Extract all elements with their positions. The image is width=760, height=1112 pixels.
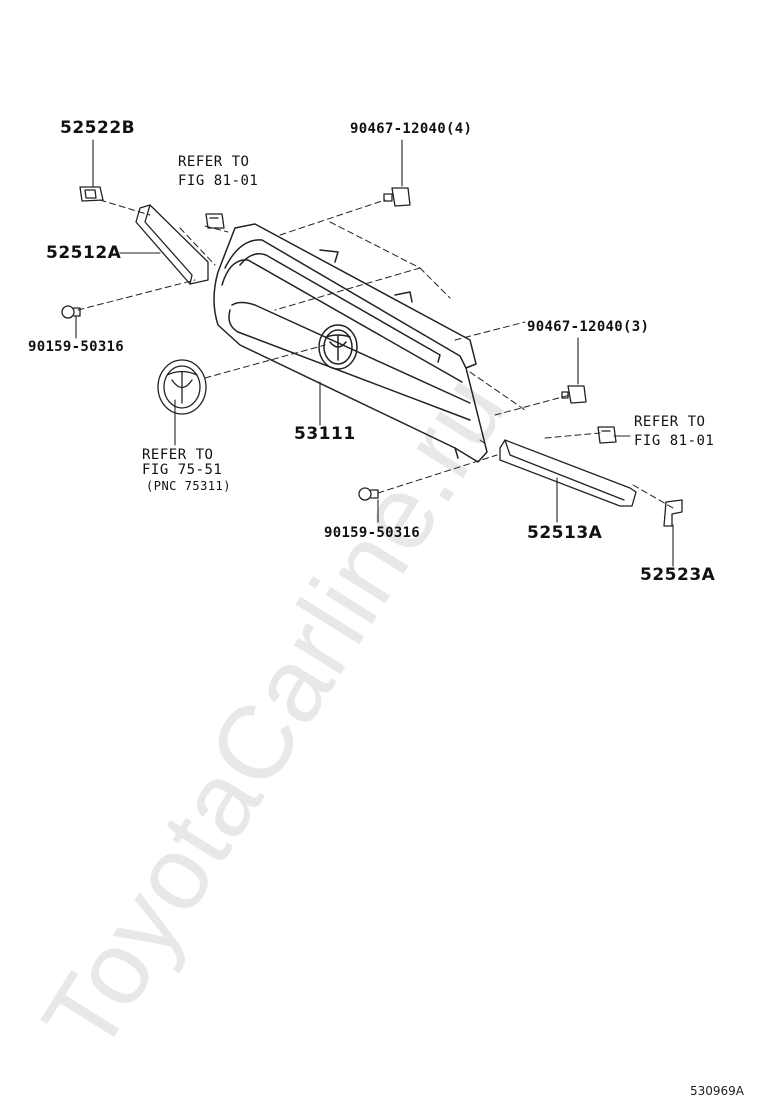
part-label-90159-50316-bottom: 90159-50316	[324, 525, 421, 541]
clip-52523A	[663, 499, 683, 527]
clip-52522B	[79, 186, 104, 202]
part-label-52523a: 52523A	[640, 565, 716, 585]
part-label-53111: 53111	[294, 424, 356, 444]
part-label-90467-12040-4: 90467-12040(4)	[350, 121, 473, 137]
part-label-52513a: 52513A	[527, 523, 603, 543]
molding-52512A	[135, 204, 209, 285]
leader-lines	[75, 139, 674, 567]
refer-to-label-right: REFER TO	[634, 414, 706, 430]
part-label-90159-50316-left: 90159-50316	[28, 339, 125, 355]
clip-90467-top	[383, 187, 411, 207]
refer-to-label-emblem: REFER TO	[142, 447, 214, 463]
clip-90467-right	[561, 385, 587, 404]
screw-90159-left	[61, 305, 81, 319]
radiator-grille-53111	[213, 223, 488, 463]
emblem-loose	[157, 359, 207, 415]
clip-refer-81-01-b	[597, 426, 617, 444]
diagram-code: 530969A	[690, 1084, 745, 1098]
refer-to-label: REFER TO	[178, 154, 250, 170]
part-label-90467-12040-3: 90467-12040(3)	[527, 319, 650, 335]
pnc-75311-label: (PNC 75311)	[146, 479, 231, 493]
fig-81-01-label: FIG 81-01	[178, 173, 259, 189]
part-label-52522b: 52522B	[60, 118, 136, 138]
clip-refer-81-01-a	[205, 213, 225, 229]
part-label-52512a: 52512A	[46, 243, 122, 263]
fig-75-51-label: FIG 75-51	[142, 462, 223, 478]
screw-90159-bottom	[358, 487, 379, 501]
molding-52513A	[499, 439, 637, 507]
fig-81-01-label-right: FIG 81-01	[634, 433, 715, 449]
